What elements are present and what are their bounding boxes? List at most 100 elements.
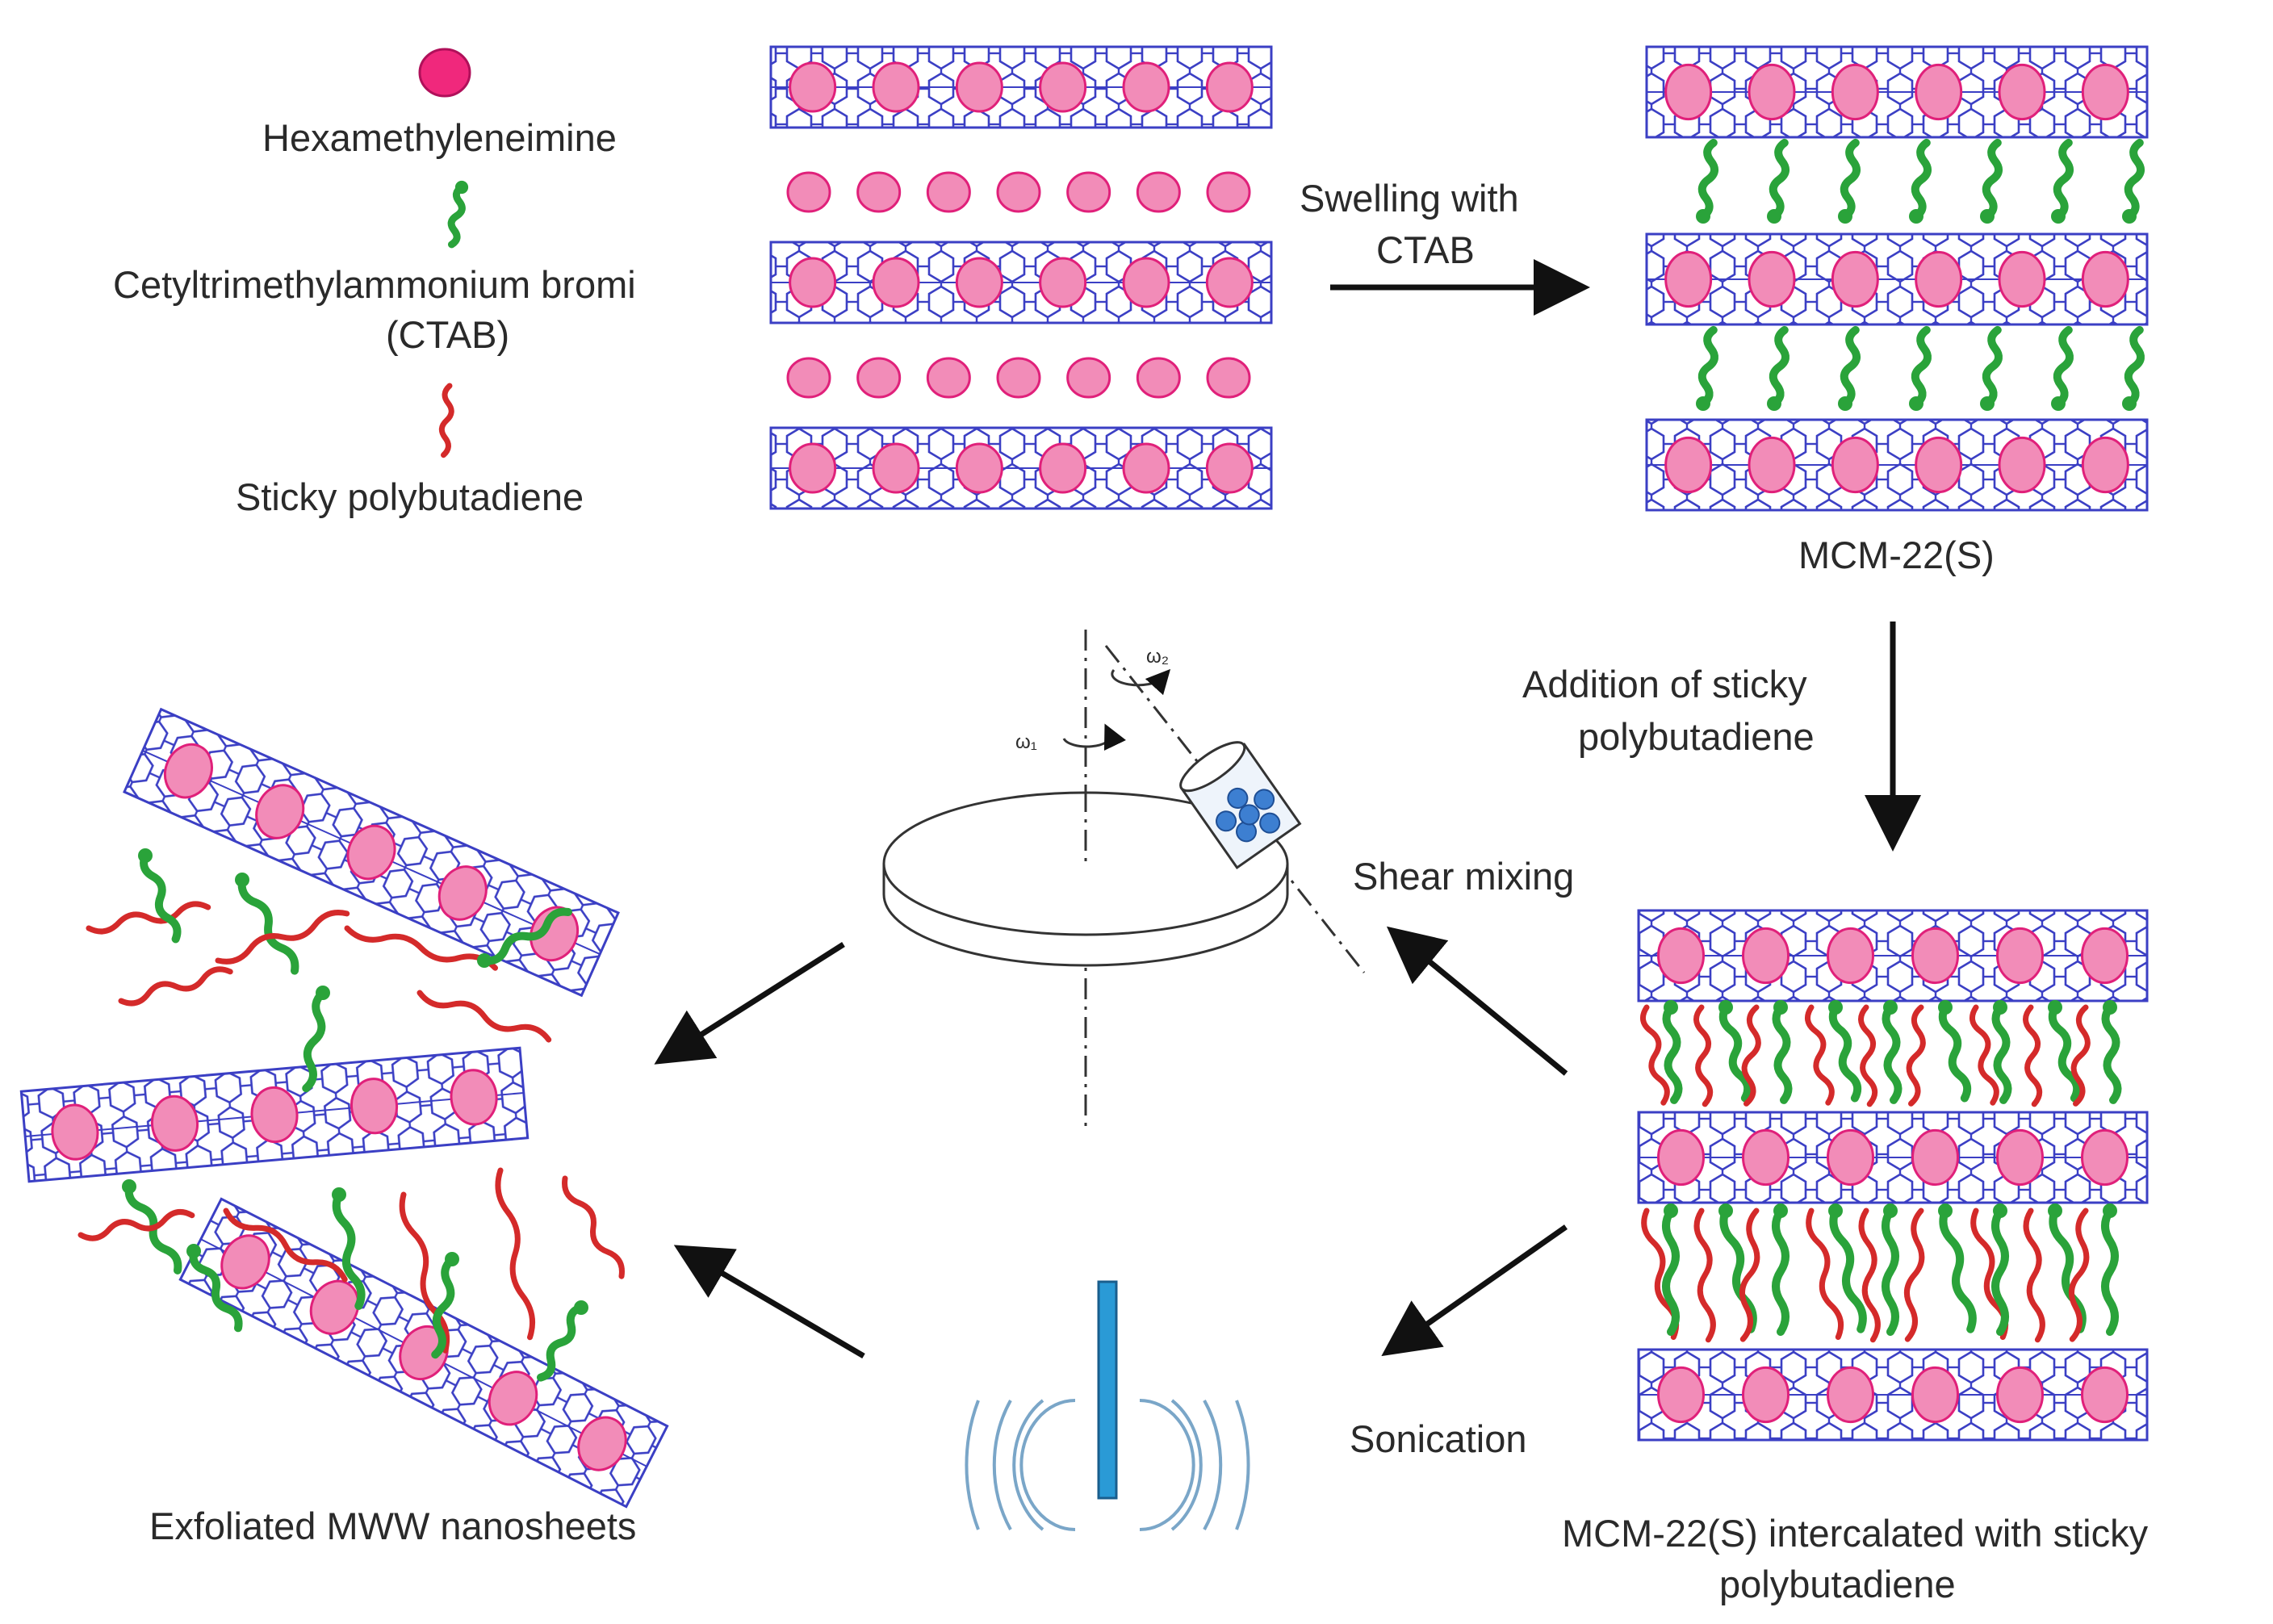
legend-hmi-symbol xyxy=(418,48,471,98)
polybutadiene-chain xyxy=(2070,1004,2091,1107)
sound-wave-right xyxy=(1139,1399,1195,1531)
ctab-head-group xyxy=(1909,209,1923,224)
mixing-ball xyxy=(1216,810,1237,832)
hmi-cage xyxy=(350,1078,399,1135)
ctab-chain xyxy=(1772,1207,1790,1336)
ctab-chain xyxy=(1662,1003,1683,1104)
mixing-ball xyxy=(1254,789,1275,810)
sonicator-illustration xyxy=(965,1280,1250,1531)
arrow-to-shear-mixer xyxy=(1386,926,1568,1076)
step-label-sonication: Sonication xyxy=(1350,1417,1527,1460)
ctab-head-group xyxy=(2103,1203,2117,1218)
arrow-sonication-to-exfoliated xyxy=(673,1245,865,1359)
hmi-cage xyxy=(1827,927,1874,985)
step-label-swelling: Swelling with xyxy=(1300,177,1519,220)
free-hmi-molecule xyxy=(1066,171,1111,213)
omega-1-label: ω₁ xyxy=(1015,731,1037,753)
arrow-shear-to-exfoliated xyxy=(654,942,845,1065)
ctab-chain xyxy=(2053,138,2074,220)
ctab-head-group xyxy=(2051,396,2066,411)
sound-wave-right xyxy=(1170,1399,1203,1531)
hmi-cage xyxy=(450,1069,498,1126)
sound-wave-left xyxy=(1019,1399,1076,1531)
ctab-head-group xyxy=(1909,396,1923,411)
hmi-cage xyxy=(577,1416,627,1471)
hmi-cage xyxy=(2081,1366,2129,1424)
ctab-chain xyxy=(140,852,182,944)
hmi-cage xyxy=(1831,63,1879,121)
ctab-chain xyxy=(1982,325,2003,408)
ctab-head-group xyxy=(1838,396,1852,411)
polybutadiene-chain xyxy=(118,966,233,1007)
hmi-cage xyxy=(1996,927,2044,985)
ctab-chain xyxy=(2101,1207,2119,1336)
ctab-chain xyxy=(2124,138,2145,220)
polybutadiene-chain xyxy=(223,1208,348,1283)
hmi-cage xyxy=(1915,250,1963,308)
free-hmi-molecule xyxy=(786,357,831,399)
ctab-chain xyxy=(1769,138,1790,220)
free-hmi-molecule xyxy=(1066,357,1111,399)
mcm22s-layer-2 xyxy=(1645,232,2149,326)
polybutadiene-chain xyxy=(1906,1004,1926,1107)
intercalated-layer-2 xyxy=(1637,1111,2149,1204)
polybutadiene-chain xyxy=(215,910,350,965)
ctab-head-group xyxy=(1696,209,1710,224)
hmi-cage xyxy=(1831,436,1879,494)
intercalated-layer-3 xyxy=(1637,1348,2149,1442)
ctab-head-group xyxy=(1838,209,1852,224)
polybutadiene-chain xyxy=(1804,1004,1835,1106)
sonicator-probe xyxy=(1097,1280,1118,1500)
hmi-cage xyxy=(872,61,920,113)
ctab-head-group xyxy=(2048,1203,2062,1218)
ctab-chain xyxy=(1719,1207,1757,1333)
omega-2-rotation-arrow xyxy=(1111,668,1171,696)
mixing-ball xyxy=(1259,812,1281,834)
hmi-cage xyxy=(309,1279,360,1335)
hmi-cage xyxy=(1827,1366,1874,1424)
free-hmi-molecule xyxy=(1206,171,1251,213)
legend-symbols xyxy=(418,48,471,98)
ctab-head-group xyxy=(2103,1000,2117,1015)
hmi-cage xyxy=(2081,250,2129,308)
hmi-cage xyxy=(789,257,837,308)
ctab-chain xyxy=(189,1247,243,1333)
polybutadiene-chain xyxy=(77,1209,195,1241)
ctab-chain xyxy=(2053,325,2074,408)
ctab-chain xyxy=(1991,1003,2012,1104)
exfoliated-sheet-2 xyxy=(19,1046,530,1183)
ctab-head-group xyxy=(2051,209,2066,224)
sound-wave-right xyxy=(1235,1400,1250,1530)
ctab-chain xyxy=(1829,1207,1867,1333)
ctab-chain xyxy=(1697,325,1718,408)
ctab-chain xyxy=(332,1191,366,1310)
ctab-head-group xyxy=(1993,1000,2007,1015)
molecular-chains xyxy=(77,138,2145,1382)
shear-mixer-illustration xyxy=(882,630,1366,1130)
hmi-cage xyxy=(1664,436,1713,494)
product-label-intercalated: MCM-22(S) intercalated with sticky xyxy=(1562,1512,2149,1555)
polybutadiene-chain xyxy=(1739,1208,1760,1342)
ctab-chain xyxy=(237,876,299,975)
polybutadiene-chain xyxy=(417,990,552,1043)
ctab-head-group xyxy=(235,873,249,887)
ctab-chain xyxy=(1882,1003,1903,1104)
ctab-head-group xyxy=(316,986,330,1000)
ctab-chain xyxy=(1828,1003,1862,1103)
product-label-exfoliated: Exfoliated MWW nanosheets xyxy=(149,1505,637,1547)
hmi-cage xyxy=(2081,63,2129,121)
ctab-chain xyxy=(1982,138,2003,220)
exfoliated-sheet-3 xyxy=(178,1197,669,1509)
ctab-chain xyxy=(2101,1003,2122,1104)
hmi-cage xyxy=(1748,63,1796,121)
arrow-to-sonication xyxy=(1381,1224,1568,1357)
polybutadiene-chain xyxy=(1858,1004,1878,1107)
mixing-vial xyxy=(1179,741,1302,870)
hmi-cage xyxy=(1742,1366,1790,1424)
hmi-cage xyxy=(1039,442,1087,494)
hmi-cage xyxy=(1122,257,1170,308)
hmi-cage xyxy=(150,1095,199,1152)
step-label-swelling-ctab: CTAB xyxy=(1376,228,1475,271)
